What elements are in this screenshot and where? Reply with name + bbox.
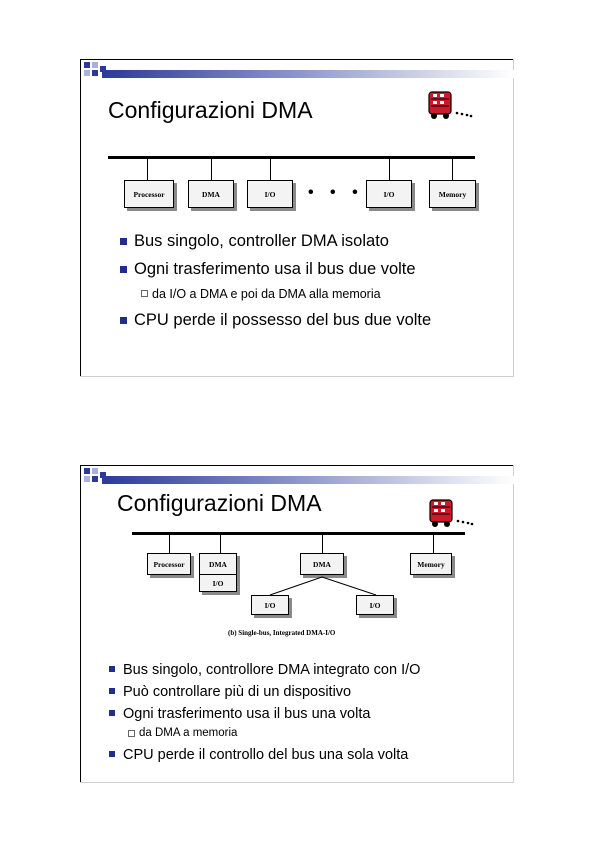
memory-box: Memory [410, 553, 452, 575]
bullet-square-icon [109, 666, 115, 672]
bullet-square-icon [109, 751, 115, 757]
processor-box: Processor [124, 180, 174, 208]
slide-border [513, 59, 514, 377]
title-banner [80, 465, 514, 487]
bullet-square-icon [109, 688, 115, 694]
slide-border [80, 59, 81, 377]
io-box: I/O [356, 595, 394, 615]
dma-box: DMA [199, 553, 237, 575]
bullet-square-icon [109, 710, 115, 716]
bullet-square-icon [120, 317, 127, 324]
slide-border [80, 376, 514, 377]
io-box: I/O [251, 595, 289, 615]
dma-box: DMA [300, 553, 344, 575]
hollow-square-icon [128, 730, 135, 737]
slide-title: Configurazioni DMA [117, 490, 322, 516]
io-box: I/O [247, 180, 293, 208]
io-box: I/O [366, 180, 412, 208]
bullet-item: Bus singolo, controller DMA isolato [120, 231, 500, 251]
bullet-square-icon [120, 238, 127, 245]
io-box: I/O [199, 574, 237, 592]
title-banner [80, 59, 514, 81]
bullet-item: CPU perde il possesso del bus due volte [120, 310, 500, 354]
system-bus [108, 156, 475, 159]
bullet-item: CPU perde il controllo del bus una sola … [109, 745, 509, 765]
bullet-item: Ogni trasferimento usa il bus due volte [120, 259, 500, 279]
presenter-clipart-icon [425, 89, 473, 128]
dma-box: DMA [188, 180, 234, 208]
slide-title: Configurazioni DMA [108, 97, 313, 123]
slide-2: Configurazioni DMA Processor DMA I/O DMA… [80, 465, 514, 783]
slide-border [80, 465, 514, 466]
processor-box: Processor [147, 553, 191, 575]
presenter-clipart-icon [426, 497, 474, 536]
sub-bullet-item: da I/O a DMA e poi da DMA alla memoria [141, 287, 491, 303]
slide-border [513, 465, 514, 783]
slide-border [80, 782, 514, 783]
bullet-item: Ogni trasferimento usa il bus una volta [109, 704, 509, 724]
sub-bullet-item: da DMA a memoria [128, 727, 478, 742]
system-bus [132, 532, 465, 535]
dma-io-links [269, 576, 377, 596]
hollow-square-icon [141, 290, 148, 297]
ellipsis: • • • [308, 184, 364, 201]
slide-border [80, 59, 514, 60]
bullet-square-icon [120, 266, 127, 273]
slide-border [80, 465, 81, 783]
bullet-item: Può controllare più di un dispositivo [109, 682, 509, 702]
diagram-caption: (b) Single-bus, Integrated DMA-I/O [228, 629, 336, 637]
bullet-item: Bus singolo, controllore DMA integrato c… [109, 660, 509, 680]
slide-1: Configurazioni DMA Processor DMA I/O • •… [80, 59, 514, 377]
memory-box: Memory [429, 180, 476, 208]
